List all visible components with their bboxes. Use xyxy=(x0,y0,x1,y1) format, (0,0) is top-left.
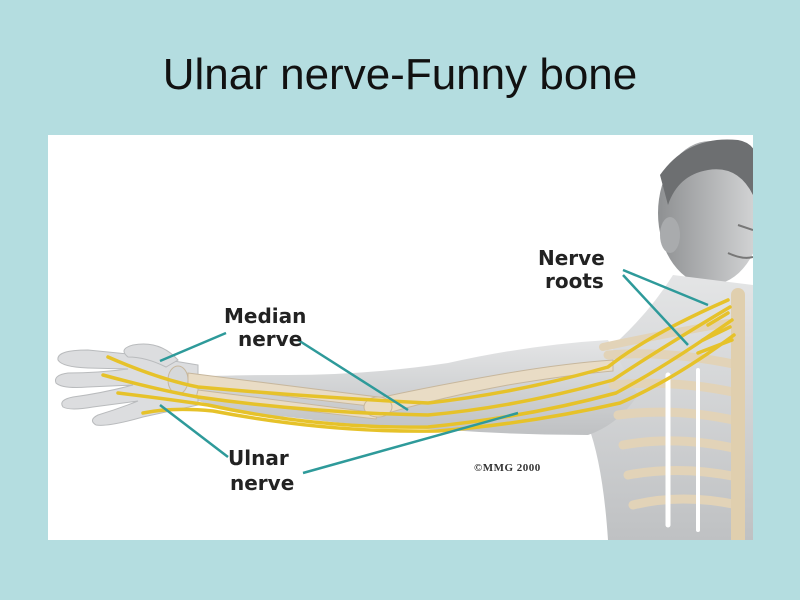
median-nerve-path xyxy=(106,298,730,405)
ulnar-leader-arm xyxy=(302,411,519,475)
median-nerve-label-2: nerve xyxy=(238,327,303,351)
head xyxy=(658,139,753,285)
ulnar-leader-hand xyxy=(159,404,229,458)
median-nerve-label-1: Median xyxy=(224,304,307,328)
ulnar-nerve-path xyxy=(116,318,734,429)
median-leader-hand xyxy=(159,331,227,363)
root-branch-3 xyxy=(696,338,734,355)
ulnar-nerve-label-2: nerve xyxy=(230,471,295,495)
root-branch-1 xyxy=(706,311,730,327)
nerves xyxy=(101,298,736,433)
radial-nerve-path xyxy=(101,305,732,417)
median-leader-elbow xyxy=(297,338,409,412)
ribcage xyxy=(603,288,745,540)
ulnar-nerve-label-1: Ulnar xyxy=(228,446,289,470)
nerve-roots-label-2: roots xyxy=(545,269,604,293)
root-branch-2 xyxy=(701,325,732,342)
anatomy-illustration: Median nerve Ulnar nerve Nerve roots ©MM… xyxy=(48,135,753,540)
clavicle xyxy=(599,319,732,351)
slide-title: Ulnar nerve-Funny bone xyxy=(162,50,638,99)
roots-leader-2 xyxy=(622,274,689,346)
leader-lines xyxy=(159,268,709,475)
arm-nerve-drawing xyxy=(55,139,753,540)
copyright-notice: ©MMG 2000 xyxy=(474,462,541,474)
roots-leader-1 xyxy=(622,268,709,307)
arm xyxy=(178,340,638,435)
musculocutaneous-nerve-path xyxy=(141,333,736,433)
nerve-roots-label-1: Nerve xyxy=(538,246,605,270)
